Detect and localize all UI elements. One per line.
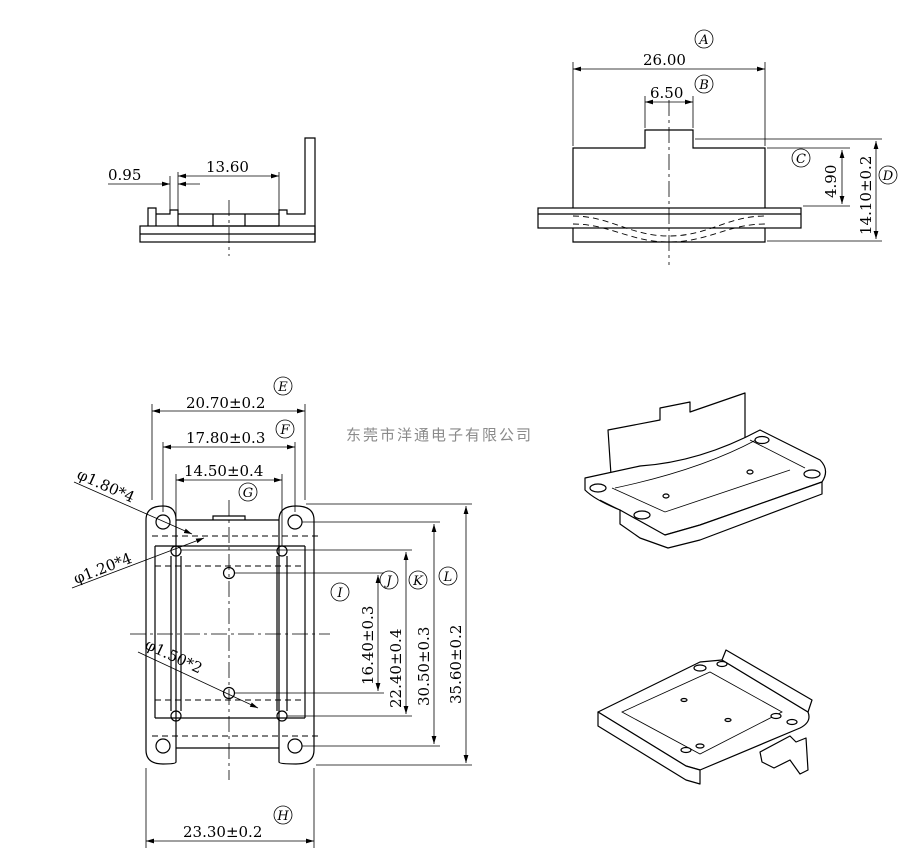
dim-e: 20.70±0.2 xyxy=(186,394,265,412)
svg-text:A: A xyxy=(698,33,708,48)
tag-g: G xyxy=(238,482,258,502)
dim-f: 17.80±0.3 xyxy=(186,429,265,447)
side-view-outline xyxy=(139,137,316,243)
dim-height: 14.10±0.2 xyxy=(857,156,875,235)
svg-text:I: I xyxy=(336,586,343,601)
svg-text:D: D xyxy=(882,169,894,184)
dim-width: 26.00 xyxy=(643,51,686,69)
dim-hole-large: φ1.80*4 xyxy=(74,465,137,506)
dim-hole-center: φ1.50*2 xyxy=(142,635,205,677)
svg-text:L: L xyxy=(443,570,453,585)
tag-d: D xyxy=(878,165,898,185)
tag-f: F xyxy=(275,419,295,439)
svg-text:H: H xyxy=(276,809,289,824)
top-view: 20.70±0.2 17.80±0.3 14.50±0.4 23.30±0.2 … xyxy=(71,376,472,848)
tag-i: I xyxy=(330,582,350,602)
isometric-view-top xyxy=(584,392,827,549)
dim-tab: 6.50 xyxy=(650,84,683,102)
isometric-view-bottom xyxy=(597,649,813,785)
tag-h: H xyxy=(273,805,293,825)
dim-inner: 13.60 xyxy=(206,158,249,176)
tag-c: C xyxy=(791,148,811,168)
svg-text:G: G xyxy=(243,486,253,501)
tag-b: B xyxy=(694,74,714,94)
svg-text:E: E xyxy=(277,380,288,395)
side-view: 0.95 13.60 xyxy=(108,137,316,256)
tag-a: A xyxy=(694,29,714,49)
tag-l: L xyxy=(438,566,458,586)
svg-text:C: C xyxy=(796,152,806,167)
dim-i: 16.40±0.3 xyxy=(359,606,377,685)
tag-k: K xyxy=(408,570,428,590)
svg-text:F: F xyxy=(279,423,290,438)
tag-e: E xyxy=(273,376,293,396)
front-view: 26.00 6.50 4.90 14.10±0.2 A B C D xyxy=(537,29,898,265)
dim-k: 30.50±0.3 xyxy=(415,627,433,706)
dim-l: 35.60±0.2 xyxy=(447,625,465,704)
dim-j: 22.40±0.4 xyxy=(387,629,405,708)
svg-text:K: K xyxy=(412,574,424,589)
dim-hole-small: φ1.20*4 xyxy=(71,549,134,588)
svg-text:B: B xyxy=(698,78,709,93)
dim-g: 14.50±0.4 xyxy=(184,462,263,480)
watermark-text: 东莞市洋通电子有限公司 xyxy=(346,426,533,444)
top-view-outline xyxy=(145,505,320,765)
dim-gap: 0.95 xyxy=(108,166,141,184)
tag-j: J xyxy=(379,570,399,590)
dim-h: 23.30±0.2 xyxy=(183,823,262,841)
svg-text:J: J xyxy=(383,574,392,589)
dim-step: 4.90 xyxy=(822,165,840,198)
front-view-outline xyxy=(537,129,802,243)
